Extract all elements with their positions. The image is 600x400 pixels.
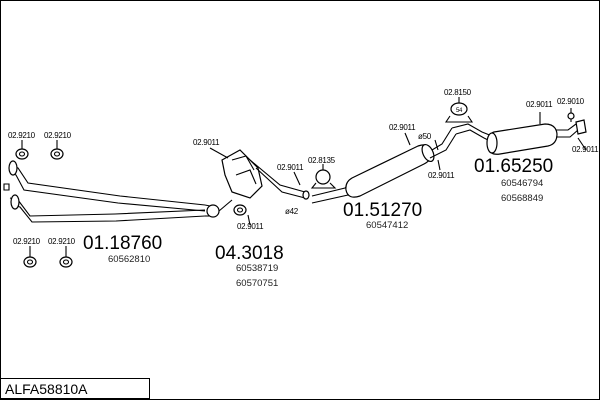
rear-silencer-number: 01.65250 — [474, 156, 553, 177]
gasket-9210-tl2 — [50, 140, 64, 160]
svg-text:54: 54 — [456, 108, 463, 114]
gasket-9210-tl1 — [15, 140, 29, 160]
ref-d42: ø42 — [285, 207, 299, 216]
middle-silencer-number: 01.51270 — [343, 200, 422, 221]
ref-9210-bl2: 02.9210 — [48, 237, 76, 246]
ref-9011-mid-bottom: 02.9011 — [428, 171, 455, 180]
clamp-8135-drawing — [310, 164, 337, 189]
ref-8150: 02.8150 — [444, 88, 472, 97]
ref-8135: 02.8135 — [308, 156, 336, 165]
catalyst-sub-1: 60538719 — [236, 263, 278, 274]
rear-silencer-drawing — [451, 108, 587, 155]
middle-silencer-sub: 60547412 — [366, 220, 408, 231]
gasket-9210-bl2 — [59, 246, 73, 268]
ref-9011-rear-b: 02.9011 — [572, 145, 599, 154]
ref-9011-mid-top: 02.9011 — [389, 123, 416, 132]
catalyst-number: 04.3018 — [215, 243, 284, 264]
diagram-code: ALFA58810A — [5, 381, 88, 397]
middle-silencer-drawing — [311, 127, 457, 204]
catalyst-drawing — [209, 147, 310, 226]
front-pipe-drawing — [3, 160, 220, 223]
ref-9011-cat-right: 02.9011 — [277, 163, 304, 172]
catalyst-sub-2: 60570751 — [236, 278, 278, 289]
ref-9210-tl2: 02.9210 — [44, 131, 72, 140]
ref-9210-tl1: 02.9210 — [8, 131, 36, 140]
rear-silencer-sub-2: 60568849 — [501, 193, 543, 204]
diagram-code-box: ALFA58810A — [0, 378, 150, 399]
front-pipe-number: 01.18760 — [83, 233, 162, 254]
ref-9010: 02.9010 — [557, 97, 585, 106]
front-pipe-sub: 60562810 — [108, 254, 150, 265]
ref-9011-cat-top: 02.9011 — [193, 138, 220, 147]
clamp-8150-drawing: 54 — [444, 97, 474, 123]
ref-9011-rear-a: 02.9011 — [526, 100, 553, 109]
ref-9210-bl1: 02.9210 — [13, 237, 41, 246]
ref-9011-cat-bottom: 02.9011 — [237, 222, 264, 231]
ref-d50: ø50 — [418, 132, 432, 141]
rear-silencer-sub-1: 60546794 — [501, 178, 543, 189]
gasket-9210-bl1 — [23, 246, 37, 268]
